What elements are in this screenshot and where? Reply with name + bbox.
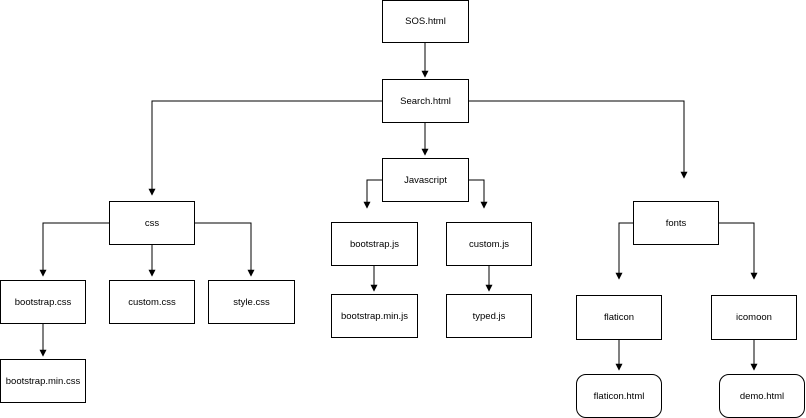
node-icomoon[interactable]: icomoon — [711, 295, 797, 340]
edge-css-to-style-css — [195, 222, 255, 277]
node-bootstrap-min-css[interactable]: bootstrap.min.css — [0, 359, 86, 403]
node-demo-html[interactable]: demo.html — [719, 374, 805, 418]
edge-fonts-to-icomoon — [719, 222, 758, 280]
node-custom-css[interactable]: custom.css — [109, 280, 195, 324]
node-fonts[interactable]: fonts — [633, 201, 719, 245]
node-bootstrap-min-js[interactable]: bootstrap.min.js — [331, 294, 418, 338]
edge-javascript-to-custom-js — [469, 179, 488, 209]
node-sos-html[interactable]: SOS.html — [382, 0, 469, 43]
edge-fonts-to-flaticon — [615, 222, 633, 280]
edge-css-to-bootstrap-css — [39, 222, 109, 277]
node-style-css[interactable]: style.css — [208, 280, 295, 324]
node-javascript[interactable]: Javascript — [382, 158, 469, 202]
node-custom-js[interactable]: custom.js — [446, 222, 532, 266]
node-typed-js[interactable]: typed.js — [446, 294, 532, 338]
node-bootstrap-css[interactable]: bootstrap.css — [0, 280, 86, 324]
node-bootstrap-js[interactable]: bootstrap.js — [331, 222, 418, 266]
edge-search-to-fonts — [469, 100, 688, 179]
node-flaticon[interactable]: flaticon — [576, 295, 662, 340]
node-css[interactable]: css — [109, 201, 195, 245]
node-flaticon-html[interactable]: flaticon.html — [576, 374, 662, 418]
node-search-html[interactable]: Search.html — [382, 79, 469, 123]
edge-javascript-to-bootstrap-js — [363, 179, 382, 209]
edge-search-to-css — [148, 100, 382, 196]
